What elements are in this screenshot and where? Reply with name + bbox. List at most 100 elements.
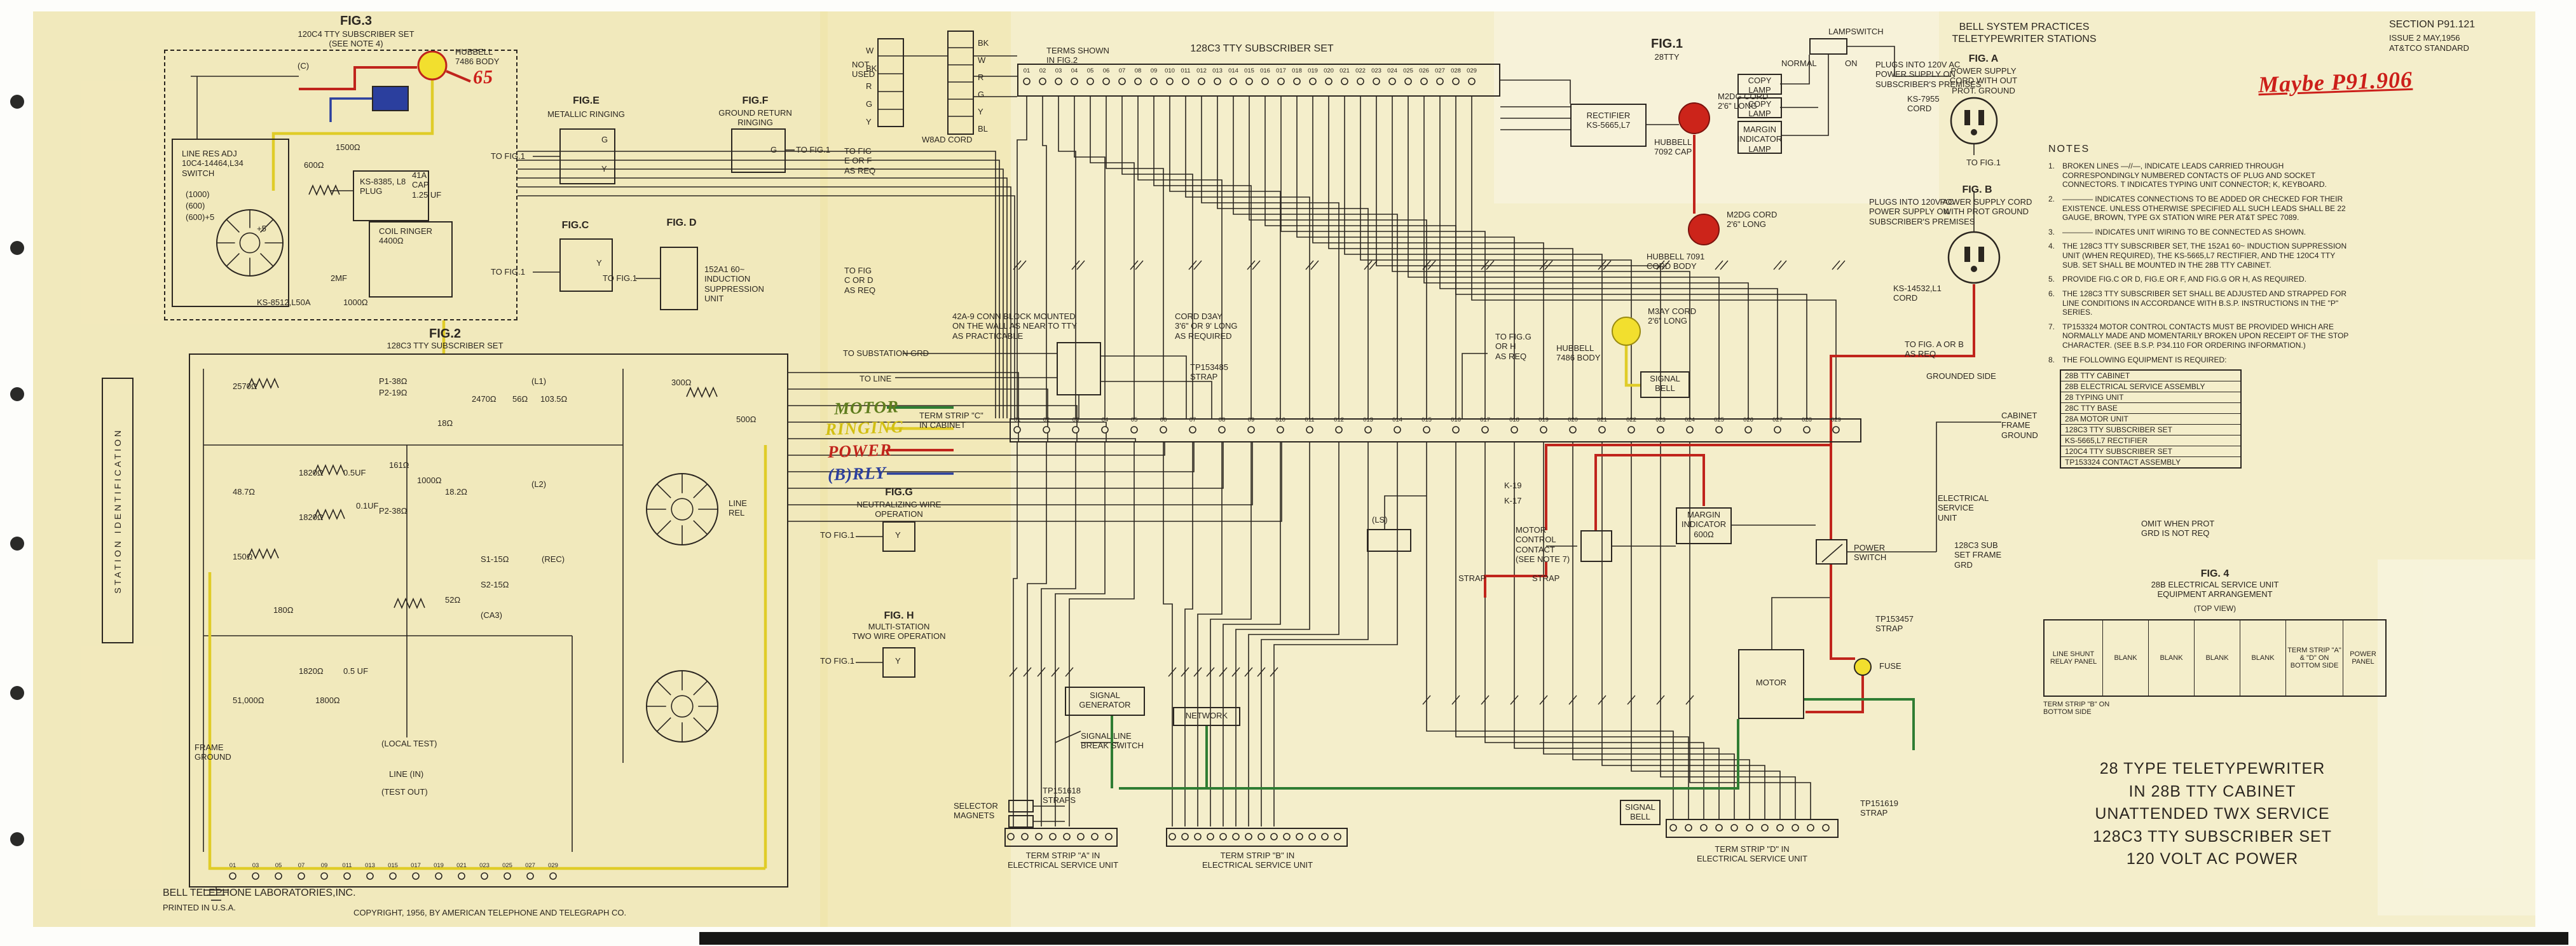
wire: [1051, 667, 1060, 677]
wire: [1065, 667, 1074, 677]
terminal: [1627, 426, 1635, 434]
diagram-label: HUBBELL 7092 CAP: [1654, 137, 1692, 157]
wire: [1821, 544, 1843, 563]
diagram-label: 600Ω: [304, 160, 324, 170]
wire: [1280, 97, 1486, 418]
equipment-row: 28C TTY BASE: [2061, 403, 2240, 415]
terminal-label: 07: [1118, 67, 1126, 74]
diagram-label: S1-15Ω: [481, 554, 509, 564]
terminal-label: 025: [502, 862, 512, 869]
terminal: [1308, 833, 1316, 840]
title-block-line: 28 TYPE TELETYPEWRITER: [2099, 760, 2326, 778]
diagram-label: LINE (IN): [389, 769, 424, 779]
diagram-label: +5: [257, 224, 266, 233]
wire: [394, 597, 425, 610]
diagram-label: (C): [298, 61, 310, 71]
terminal: [1207, 833, 1214, 840]
diagram-label: COIL RINGER 4400Ω: [379, 226, 433, 246]
equipment-row: KS-5665,L7 RECTIFIER: [2061, 435, 2240, 447]
terminal: [1077, 833, 1085, 840]
terminal: [366, 872, 374, 880]
fig-c-box: [559, 238, 613, 292]
diagram-label: G: [601, 135, 608, 144]
wire: [1197, 442, 1223, 826]
top-strip-title: 128C3 TTY SUBSCRIBER SET: [1190, 43, 1334, 54]
terminal: [1168, 833, 1176, 840]
diagram-label: NORMAL: [1781, 58, 1817, 68]
diagram-label: (600): [186, 201, 205, 210]
legend-ringing: RINGING: [825, 416, 905, 439]
wire: [1058, 97, 1076, 418]
terminal: [1792, 824, 1799, 832]
wire: [1715, 260, 1729, 270]
fig4-cell: LINE SHUNT RELAY PANEL: [2045, 620, 2103, 696]
diagram-label: (1000): [186, 189, 210, 199]
wire: [1071, 260, 1085, 270]
paper-edge-right: [2535, 0, 2576, 946]
terminal-label: 014: [1392, 416, 1402, 423]
terminal-label: 015: [388, 862, 398, 869]
terminal: [1118, 78, 1126, 85]
equipment-row: 28B ELECTRICAL SERVICE ASSEMBLY: [2061, 381, 2240, 393]
diagram-label: KS-7955 CORD: [1907, 94, 1940, 114]
terminal-label: 029: [1831, 416, 1841, 423]
motor-box: [1738, 649, 1804, 719]
diagram-label: LINE RES ADJ 10C4-14464,L34 SWITCH: [182, 149, 243, 178]
diagram-label: 51,000Ω: [233, 696, 264, 705]
wire: [656, 520, 671, 535]
terminal-label: 027: [1435, 67, 1445, 74]
diagram-label: POWER SUPPLY CORD WITH OUT PROT. GROUND: [1949, 66, 2018, 95]
diagram-label: MARGIN INDICATOR 600Ω: [1681, 510, 1727, 539]
wire: [1248, 442, 1339, 826]
diagram-label: 103.5Ω: [540, 394, 568, 404]
network-box: [1173, 707, 1240, 726]
terminal-label: 027: [1772, 416, 1783, 423]
btl-credit: BELL TELEPHONE LABORATORIES,INC.: [163, 888, 356, 898]
binder-hole: [10, 387, 24, 401]
diagram-label: PLUGS INTO 120V AC POWER SUPPLY ON SUBSC…: [1869, 197, 1975, 226]
diagram-label: TO FIG E OR F AS REQ: [844, 146, 876, 175]
terminal-label: 05: [275, 862, 282, 869]
terminal-label: 09: [320, 862, 328, 869]
terminal-label: 026: [1419, 67, 1429, 74]
terminal: [1245, 833, 1252, 840]
diagram-label: 180Ω: [273, 605, 294, 615]
title-block-line: IN 28B TTY CABINET: [2128, 782, 2296, 800]
terminal-label: 023: [1655, 416, 1666, 423]
terminal-label: 012: [1334, 416, 1344, 423]
ks8385-plug-box: [353, 170, 429, 221]
wire: [1188, 260, 1202, 270]
terminal-label: 024: [1387, 67, 1397, 74]
terminal-label: 03: [1055, 67, 1062, 74]
wire: [1572, 442, 1750, 819]
wire: [299, 66, 417, 90]
diagram-label: NEUTRALIZING WIRE OPERATION: [856, 500, 942, 519]
diagram-label: TERM STRIP "A" IN ELECTRICAL SERVICE UNI…: [1007, 851, 1119, 870]
wire: [208, 572, 765, 870]
ringer-box: [369, 221, 453, 298]
wire: [1601, 442, 1765, 819]
diagram-label: 150Ω: [233, 552, 253, 561]
wire: [1539, 695, 1548, 705]
terminal-label: 07: [1189, 416, 1196, 423]
terminal: [1481, 426, 1489, 434]
terminal: [1063, 833, 1071, 840]
terminal-label: 013: [1212, 67, 1223, 74]
wire: [517, 177, 1008, 418]
terminal: [1822, 824, 1830, 832]
terminal: [1341, 78, 1348, 85]
notes-list: 1.BROKEN LINES —//—, INDICATE LEADS CARR…: [2048, 161, 2352, 364]
wire: [1598, 260, 1612, 270]
diagram-label: K-19: [1504, 481, 1522, 490]
diagram-label: 152A1 60~ INDUCTION SUPPRESSION UNIT: [704, 264, 764, 303]
terminal: [1105, 833, 1113, 840]
note-item: 2.———— INDICATES CONNECTIONS TO BE ADDED…: [2048, 194, 2346, 223]
term-strip-a-box: [1004, 828, 1118, 847]
wire: [1514, 442, 1720, 819]
terminal-label: 015: [1244, 67, 1254, 74]
equipment-row: TP153324 CONTACT ASSEMBLY: [2065, 458, 2181, 467]
printed-credit: PRINTED IN U.S.A.: [163, 903, 236, 912]
terminal: [1321, 833, 1329, 840]
terminal-label: 023: [479, 862, 490, 869]
